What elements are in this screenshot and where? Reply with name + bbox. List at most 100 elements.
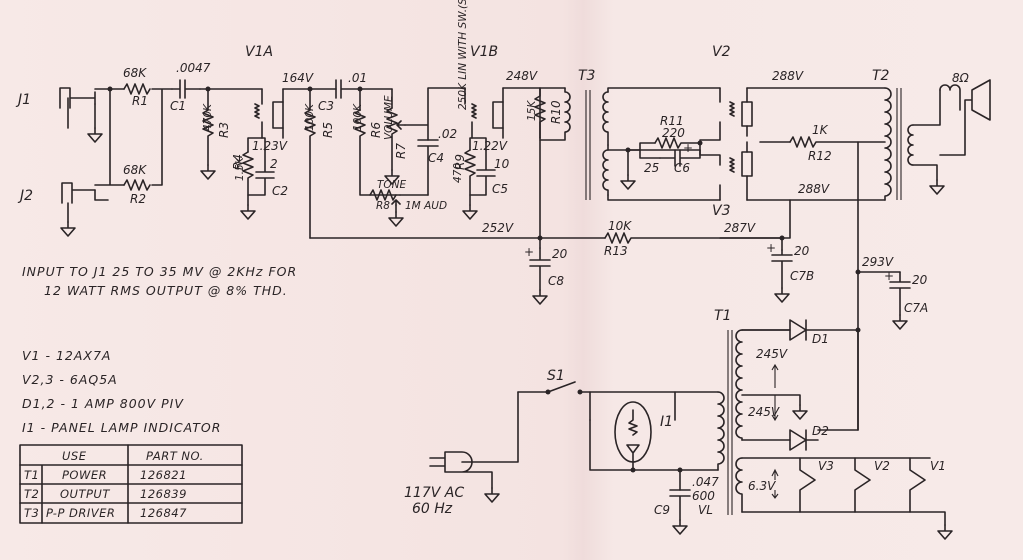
table-row-3-use: P-P DRIVER xyxy=(46,506,115,520)
v288a-label: 288V xyxy=(772,69,804,83)
resistor-r2 xyxy=(123,179,151,191)
v252-label: 252V xyxy=(482,221,514,235)
tube-v1b xyxy=(464,87,504,139)
resistor-r11 xyxy=(654,137,701,149)
r9-value: 470 xyxy=(452,163,464,183)
c1-value: .0047 xyxy=(176,61,211,75)
r13-value: 10K xyxy=(608,219,632,233)
table-header-part: PART NO. xyxy=(146,449,204,463)
d2-label: D2 xyxy=(812,424,829,438)
c4-label: C4 xyxy=(428,151,444,165)
v1a-label: V1A xyxy=(245,44,273,60)
capacitor-c7a xyxy=(889,271,911,316)
v2-label: V2 xyxy=(712,44,731,60)
note-line-1: INPUT TO J1 25 TO 35 MV @ 2KHz FOR xyxy=(22,264,297,279)
table-row-3-ref: T3 xyxy=(24,506,39,520)
c7b-plus: + xyxy=(766,241,776,255)
r12-label: R12 xyxy=(808,149,832,163)
resistor-r4 xyxy=(242,151,254,206)
v293-label: 293V xyxy=(862,255,894,269)
heater-v2 xyxy=(854,457,871,513)
capacitor-c7b xyxy=(771,249,793,289)
transformer-t3 xyxy=(539,87,609,200)
r1-value: 68K xyxy=(123,66,147,80)
c8-value: 20 xyxy=(552,247,568,261)
parts-table xyxy=(19,444,243,524)
diode-d2 xyxy=(789,429,819,451)
r4-value: 1.5K xyxy=(234,156,246,181)
r6-value: 100K xyxy=(352,103,364,131)
potentiometer-r7 xyxy=(386,107,406,171)
c7a-value: 20 xyxy=(912,273,928,287)
resistor-r12 xyxy=(789,136,859,148)
r6-label: R6 xyxy=(369,122,383,138)
table-header-use: USE xyxy=(62,449,87,463)
r11-value: 220 xyxy=(662,126,685,140)
c3-label: C3 xyxy=(318,99,334,113)
resistor-r10 xyxy=(534,87,546,139)
ac-frequency: 60 Hz xyxy=(412,501,453,517)
i1-label: I1 xyxy=(660,414,673,430)
capacitor-c8 xyxy=(529,247,551,291)
t1-label: T1 xyxy=(714,308,731,324)
legend-i1: I1 - PANEL LAMP INDICATOR xyxy=(22,420,221,435)
input-jack-j1 xyxy=(59,87,96,129)
v1b-label: V1B xyxy=(470,44,498,60)
c7a-label: C7A xyxy=(904,301,928,315)
c5-value: 10 xyxy=(494,157,510,171)
transformer-t1 xyxy=(717,329,743,515)
c7a-plus: + xyxy=(884,269,894,283)
v122-label: 1.22V xyxy=(472,139,508,153)
t2-label: T2 xyxy=(872,68,890,84)
heater-v3 xyxy=(799,457,816,513)
r7-spec: 250K LIN WITH SW.(S1) xyxy=(457,0,469,110)
c8-plus: + xyxy=(524,245,534,259)
c7b-label: C7B xyxy=(790,269,814,283)
r12-value: 1K xyxy=(812,123,829,137)
legend-v23: V2,3 - 6AQ5A xyxy=(22,372,118,387)
table-row-1-ref: T1 xyxy=(24,468,39,482)
speaker-impedance: 8Ω xyxy=(952,71,970,85)
v248-label: 248V xyxy=(506,69,538,83)
table-row-2-ref: T2 xyxy=(24,487,39,501)
c7b-value: 20 xyxy=(794,244,810,258)
r9-label: R9 xyxy=(453,154,467,170)
r8-label: R8 xyxy=(376,200,390,212)
r3-value: 470K xyxy=(202,103,214,131)
c6-plus: + xyxy=(683,141,693,155)
table-row-2-use: OUTPUT xyxy=(60,487,110,501)
note-line-2: 12 WATT RMS OUTPUT @ 8% THD. xyxy=(44,283,288,298)
r2-value: 68K xyxy=(123,163,147,177)
v245a-label: 245V xyxy=(756,347,788,361)
tube-v2 xyxy=(699,87,753,141)
tube-v3 xyxy=(699,141,753,201)
c1-label: C1 xyxy=(170,99,186,113)
capacitor-c9 xyxy=(669,489,691,521)
capacitor-c6 xyxy=(659,142,701,167)
legend-d12: D1,2 - 1 AMP 800V PIV xyxy=(22,396,184,411)
c9-type: VL xyxy=(698,503,713,517)
c5-label: C5 xyxy=(492,182,508,196)
table-row-1-part: 126821 xyxy=(140,468,187,482)
r7-label: R7 xyxy=(394,143,408,159)
c4-value: .02 xyxy=(438,127,457,141)
capacitor-c3 xyxy=(335,79,393,99)
table-row-2-part: 126839 xyxy=(140,487,187,501)
c9-label: C9 xyxy=(654,503,670,517)
v123-label: 1.23V xyxy=(252,139,288,153)
j1-label: J1 xyxy=(15,92,31,108)
v288b-label: 288V xyxy=(798,182,830,196)
speaker-icon xyxy=(939,79,991,156)
r7-value: VOLUME xyxy=(383,95,395,140)
tube-v1a xyxy=(254,88,284,139)
capacitor-c1 xyxy=(171,79,201,99)
r10-label: R10 xyxy=(549,100,563,124)
c3-value: .01 xyxy=(348,71,367,85)
j2-label: J2 xyxy=(17,188,33,204)
heater-v1 xyxy=(909,457,926,513)
r4-label: R4 xyxy=(231,154,245,170)
r1-label: R1 xyxy=(132,94,148,108)
resistor-r1 xyxy=(123,83,151,95)
